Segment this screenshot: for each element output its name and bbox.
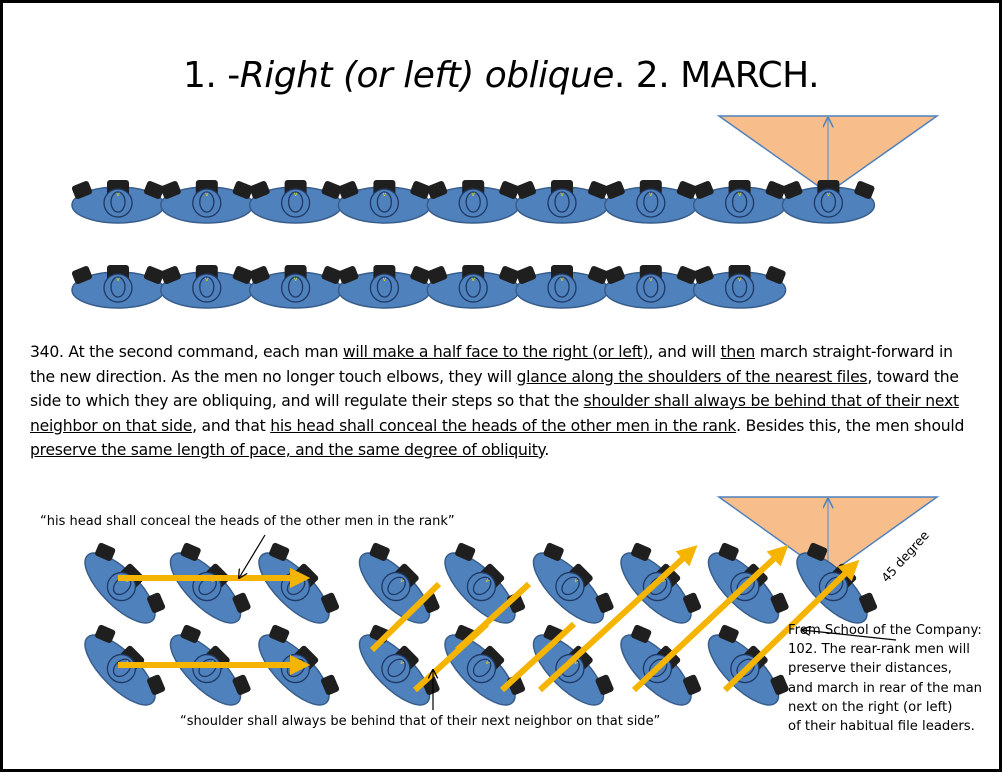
soldier: [603, 264, 699, 309]
soldier: [425, 179, 521, 224]
shoulder-link-3: [412, 621, 490, 693]
soldier: [70, 264, 166, 309]
title-prefix: 1. -: [182, 55, 240, 96]
bottom-front-rank: [73, 536, 884, 635]
head-caption-pointer: [239, 534, 266, 578]
soldier: [247, 264, 344, 309]
soldier: [433, 618, 532, 717]
soldier: [521, 536, 621, 635]
shoulder-link-4: [499, 621, 577, 693]
soldier: [347, 536, 447, 635]
soldier: [247, 179, 344, 224]
soldier: [247, 536, 346, 635]
soldier: [70, 179, 166, 224]
soldier: [347, 618, 447, 717]
underlined-phrase: preserve the same length of pace, and th…: [30, 441, 545, 459]
oblique-arrow-1: [537, 545, 698, 693]
paragraph-text: 340. At the second command, each man: [30, 343, 343, 361]
soldier: [159, 264, 255, 309]
underlined-phrase: will make a half face to the right (or l…: [342, 343, 649, 361]
soldier: [425, 264, 521, 309]
company-note-pointer: [802, 630, 897, 641]
soldier: [691, 179, 788, 224]
underlined-phrase: then: [720, 343, 756, 361]
paragraph-340: 340. At the second command, each man wil…: [30, 340, 975, 463]
top-front-rank: [70, 179, 877, 224]
soldier: [336, 264, 433, 309]
underlined-phrase: shoulder shall always be behind that of …: [30, 392, 959, 435]
soldier: [336, 179, 433, 224]
soldier: [691, 264, 788, 309]
title-italic: Right (or left) oblique: [239, 55, 615, 96]
paragraph-text: march straight-forward in the new direct…: [30, 343, 953, 386]
oblique-arrow-2: [631, 545, 789, 693]
shoulder-caption: “shoulder shall always be behind that of…: [180, 714, 661, 729]
guide-arrows: [118, 545, 860, 693]
shoulder-link-1: [369, 581, 442, 653]
top-rear-rank: [70, 264, 788, 309]
slide-title: 1. -Right (or left) oblique. 2. MARCH.: [0, 54, 1002, 98]
head-caption: “his head shall conceal the heads of the…: [40, 514, 455, 529]
paragraph-text: , and will: [648, 343, 721, 361]
underlined-phrase: glance along the shoulders of the neares…: [516, 367, 868, 386]
soldier: [514, 179, 610, 224]
angle-label: 45 degree: [878, 527, 932, 585]
paragraph-text: , and that: [192, 416, 271, 435]
company-note: From School of the Company: 102. The rea…: [788, 623, 983, 735]
paragraph-text: .: [544, 441, 550, 459]
soldier: [158, 536, 258, 635]
soldier: [514, 264, 610, 309]
paragraph-text: . Besides this, the men should: [736, 416, 965, 435]
soldier: [780, 179, 877, 224]
title-suffix: . 2. MARCH.: [613, 55, 820, 96]
oblique-arrow-3: [722, 559, 860, 693]
soldier: [159, 179, 255, 224]
soldier: [433, 536, 532, 635]
underlined-phrase: his head shall conceal the heads of the …: [270, 416, 737, 435]
soldier: [603, 179, 699, 224]
soldier: [73, 536, 172, 635]
soldier: [609, 536, 708, 635]
paragraph-text: , toward the side to which they are obli…: [30, 367, 959, 411]
